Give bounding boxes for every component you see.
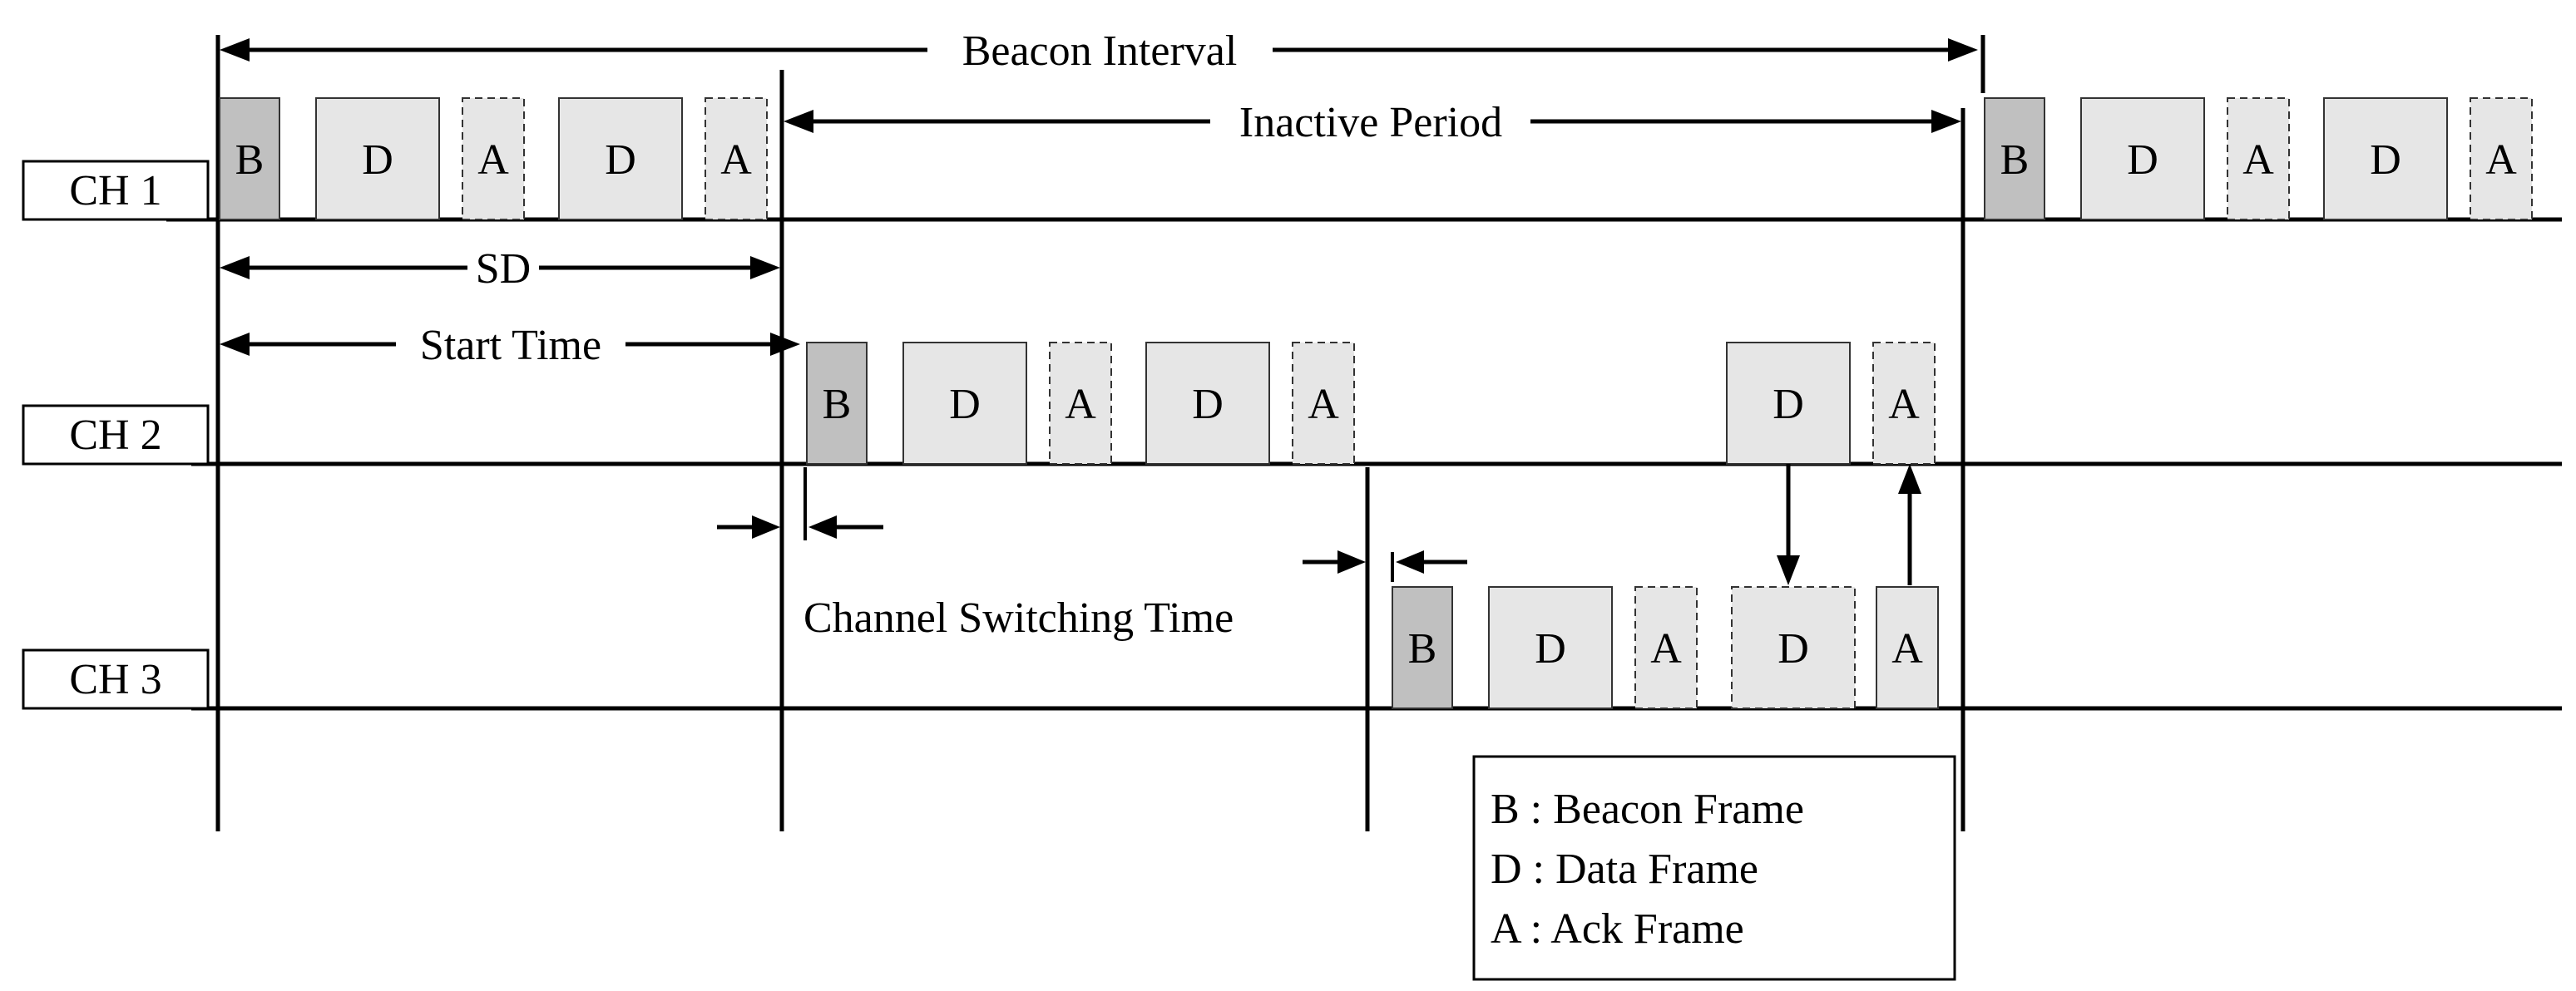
ch1-ack-frame-3 xyxy=(462,97,525,220)
ch2-label: CH 2 xyxy=(69,412,161,459)
ch1-frame-label-6: B xyxy=(2000,136,2030,184)
switch-marker-ch3 xyxy=(1303,550,1467,582)
ch1-ack-frame-5 xyxy=(705,97,768,220)
ch1-data-frame-9 xyxy=(2323,97,2448,220)
ch1-frame-label-4: D xyxy=(605,136,636,184)
ch1-data-frame-2 xyxy=(315,97,440,220)
ch3-ack-frame-3 xyxy=(1634,586,1698,709)
ch2-frame-label-5: A xyxy=(1308,381,1339,428)
beacon-interval-arrow xyxy=(220,38,1978,62)
legend-item-beacon: B : Beacon Frame xyxy=(1491,786,1804,833)
ch1-frame-label-8: A xyxy=(2242,136,2274,184)
switch-marker-ch2 xyxy=(717,467,883,540)
ch3-frame-label-4: D xyxy=(1777,625,1809,673)
ch1-beacon-frame-1 xyxy=(219,97,280,220)
ch2-data-frame-6 xyxy=(1726,342,1851,465)
ch2-frame-label-2: D xyxy=(949,381,981,428)
ch1-label: CH 1 xyxy=(69,167,161,214)
start-time-arrow xyxy=(220,333,800,356)
sd-label: SD xyxy=(476,245,531,293)
ch2-label-box xyxy=(22,404,210,466)
ch2-ack-frame-7 xyxy=(1872,342,1936,465)
start-time-label: Start Time xyxy=(420,322,601,369)
ch2-beacon-frame-1 xyxy=(806,342,868,465)
ch1-data-frame-7 xyxy=(2080,97,2205,220)
ch1-frame-label-10: A xyxy=(2485,136,2517,184)
ch1-frame-label-1: B xyxy=(235,136,265,184)
ch3-label-box xyxy=(22,648,210,710)
legend-box xyxy=(1472,755,1956,981)
ch2-frame-label-4: D xyxy=(1192,381,1224,428)
sd-arrow xyxy=(220,256,780,279)
ch2-frame-label-6: D xyxy=(1773,381,1804,428)
legend-item-ack: A : Ack Frame xyxy=(1491,905,1744,953)
ch2-data-frame-4 xyxy=(1145,342,1270,465)
inactive-period-label: Inactive Period xyxy=(1239,99,1502,146)
ch2-ack-frame-3 xyxy=(1049,342,1112,465)
data-exchange-arrow-down xyxy=(1777,464,1800,585)
ch1-frame-label-9: D xyxy=(2370,136,2401,184)
ch1-label-box xyxy=(22,160,210,221)
ch1-frame-label-5: A xyxy=(720,136,752,184)
ch1-data-frame-4 xyxy=(558,97,683,220)
channel-switching-time-label: Channel Switching Time xyxy=(803,594,1234,642)
ch2-frame-label-7: A xyxy=(1888,381,1920,428)
ch3-frame-label-1: B xyxy=(1408,625,1437,673)
ch3-ack-frame-5 xyxy=(1876,586,1939,709)
ch2-data-frame-2 xyxy=(902,342,1027,465)
ch1-ack-frame-10 xyxy=(2470,97,2533,220)
beacon-interval-label: Beacon Interval xyxy=(962,27,1238,75)
ch2-frame-label-1: B xyxy=(823,381,852,428)
ch3-label: CH 3 xyxy=(69,656,161,703)
ch3-data-frame-2 xyxy=(1488,586,1613,709)
ch1-frame-label-2: D xyxy=(362,136,393,184)
ch3-beacon-frame-1 xyxy=(1392,586,1453,709)
ack-exchange-arrow-up xyxy=(1898,464,1921,585)
legend-item-data: D : Data Frame xyxy=(1491,846,1758,893)
inactive-period-arrow xyxy=(784,110,1961,133)
ch1-ack-frame-8 xyxy=(2227,97,2290,220)
ch1-frame-label-7: D xyxy=(2127,136,2158,184)
ch1-beacon-frame-6 xyxy=(1984,97,2045,220)
ch3-frame-label-2: D xyxy=(1535,625,1566,673)
ch2-ack-frame-5 xyxy=(1292,342,1355,465)
ch1-frame-label-3: A xyxy=(477,136,509,184)
ch3-frame-label-3: A xyxy=(1650,625,1682,673)
ch3-data-frame-4 xyxy=(1731,586,1856,709)
ch2-frame-label-3: A xyxy=(1065,381,1096,428)
ch3-frame-label-5: A xyxy=(1891,625,1923,673)
